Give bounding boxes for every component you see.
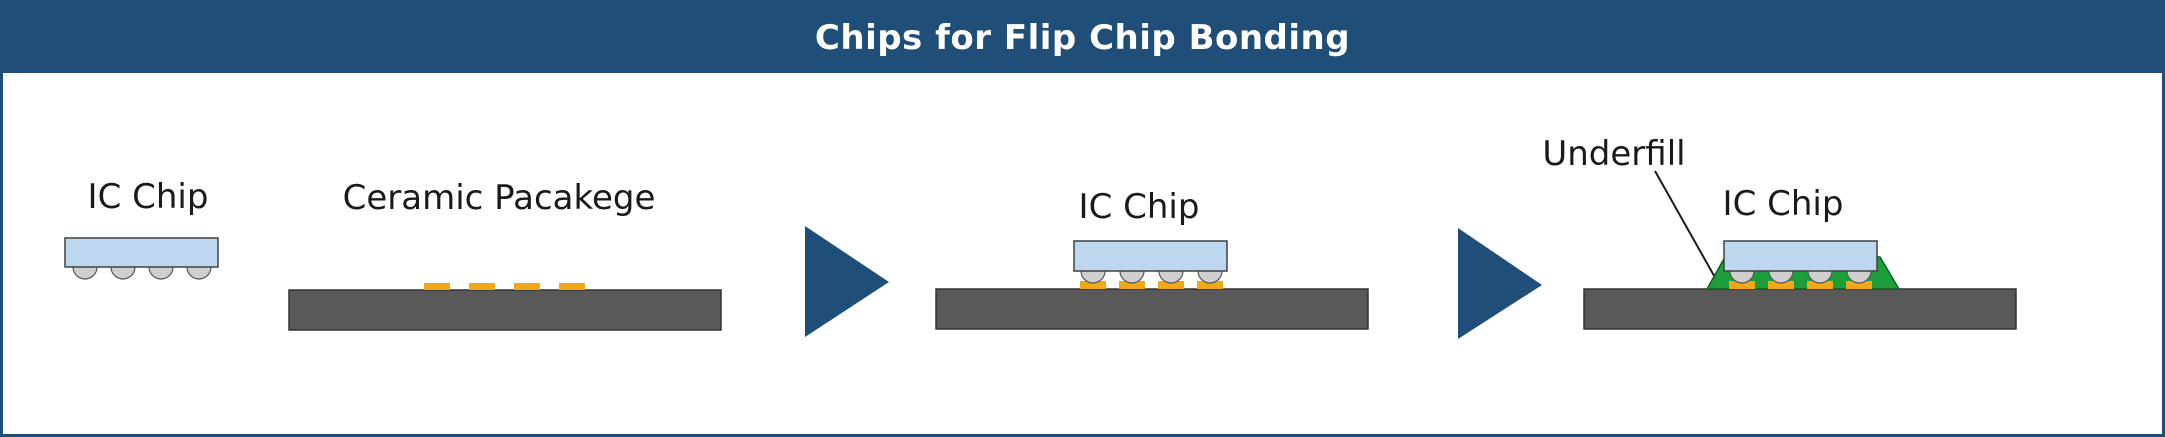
pad <box>514 283 540 290</box>
step2-chip-label: IC Chip <box>1079 187 1200 227</box>
title-bar: Chips for Flip Chip Bonding <box>3 3 2162 73</box>
step1-ic-chip <box>64 237 219 280</box>
pad <box>469 283 495 290</box>
pad <box>424 283 450 290</box>
step1-package-label: Ceramic Pacakege <box>343 178 656 218</box>
step1-ceramic-package <box>288 283 722 331</box>
step2-assembly <box>935 240 1369 330</box>
underfill-leader-line <box>1654 170 1718 282</box>
pad <box>559 283 585 290</box>
diagram-title: Chips for Flip Chip Bonding <box>814 18 1351 58</box>
step1-chip-label: IC Chip <box>88 177 209 217</box>
step3-underfill-label: Underfill <box>1542 134 1685 174</box>
step3-assembly <box>1583 240 2017 330</box>
flow-arrow-icon <box>1458 228 1542 339</box>
flow-arrow-icon <box>805 226 889 337</box>
step3-chip-label: IC Chip <box>1723 184 1844 224</box>
